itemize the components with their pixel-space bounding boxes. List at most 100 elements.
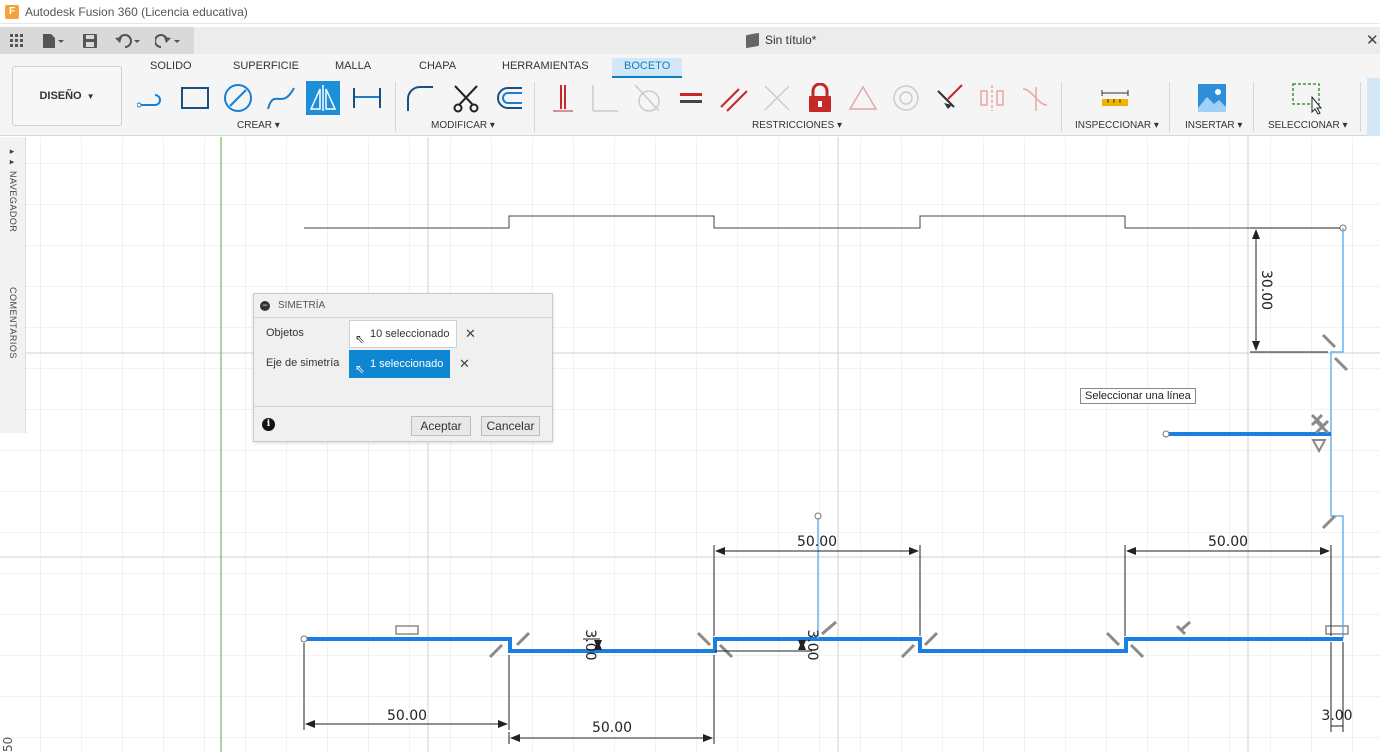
- dialog-title: SIMETRÍA: [278, 300, 326, 311]
- dimension-tool-icon[interactable]: [350, 81, 384, 115]
- parallel-constraint-icon[interactable]: [717, 81, 751, 115]
- offset-tool-icon[interactable]: [492, 81, 526, 115]
- close-document-icon[interactable]: ✕: [1366, 32, 1379, 49]
- file-menu-icon[interactable]: [34, 27, 72, 54]
- dimension-3-right[interactable]: [1330, 642, 1344, 732]
- dimension-50-right[interactable]: [1124, 545, 1332, 636]
- midpoint-constraint-icon[interactable]: [846, 81, 880, 115]
- coincident-constraint-icon[interactable]: [588, 81, 622, 115]
- rectangle-tool-icon[interactable]: [178, 81, 212, 115]
- dimension-50-bottom-left-label[interactable]: 50.00: [387, 708, 427, 724]
- grid-background: [0, 137, 1380, 752]
- select-line-tooltip: Seleccionar una línea: [1080, 388, 1196, 404]
- window-select-icon[interactable]: [1290, 81, 1324, 115]
- constraint-glyphs: [488, 333, 1349, 659]
- workspace-switcher-button[interactable]: DISEÑO ▼: [12, 66, 122, 126]
- side-panel-collapsed[interactable]: ▸▸ NAVEGADOR COMENTARIOS: [0, 137, 26, 433]
- ribbon-divider: [534, 82, 535, 132]
- finish-sketch-panel-edge[interactable]: [1367, 78, 1380, 136]
- dimension-50-center[interactable]: [713, 545, 921, 636]
- objects-selection-button[interactable]: ⇖ 10 seleccionado: [349, 320, 457, 348]
- dimension-50-right-label[interactable]: 50.00: [1208, 534, 1248, 550]
- line-tool-icon[interactable]: [135, 81, 169, 115]
- dimension-3-left-label[interactable]: 3.00: [582, 629, 598, 660]
- dimension-50-bottom-left[interactable]: [303, 643, 510, 730]
- ribbon-divider: [395, 82, 396, 132]
- tab-malla[interactable]: MALLA: [335, 60, 372, 72]
- cursor-arrow-icon: ⇖: [355, 332, 366, 346]
- fillet-tool-icon[interactable]: [403, 81, 437, 115]
- dimension-3-center[interactable]: [715, 640, 812, 652]
- tangent-constraint-icon[interactable]: [631, 81, 665, 115]
- dimension-3-center-label[interactable]: 3.00: [804, 629, 820, 660]
- group-create[interactable]: CREAR ▾: [237, 120, 280, 131]
- clear-objects-icon[interactable]: ✕: [465, 326, 476, 341]
- insert-image-icon[interactable]: [1195, 81, 1229, 115]
- navigator-label: NAVEGADOR: [8, 171, 18, 233]
- tab-superficie[interactable]: SUPERFICIE: [233, 60, 300, 72]
- circle-tool-icon[interactable]: [221, 81, 255, 115]
- redo-icon[interactable]: [148, 27, 188, 54]
- sketch-canvas-svg[interactable]: 30.00 50.00 50.00 50.00 50.00: [0, 137, 1380, 752]
- axis-selection-button[interactable]: ⇖ 1 seleccionado: [349, 350, 451, 378]
- axis-selection-value: 1 seleccionado: [370, 358, 444, 370]
- mirror-tool-icon[interactable]: [306, 81, 340, 115]
- axis-endpoint[interactable]: [1162, 430, 1170, 438]
- quick-access-bar: Sin título* ✕: [0, 27, 1380, 54]
- dimension-3-right-label[interactable]: 3.00: [1321, 708, 1352, 724]
- equal-constraint-icon[interactable]: [674, 81, 708, 115]
- ribbon-divider: [1360, 82, 1361, 132]
- spline-tool-icon[interactable]: [264, 81, 298, 115]
- collinear-constraint-icon[interactable]: [932, 81, 966, 115]
- dimension-3-left[interactable]: [583, 638, 602, 650]
- group-inspect[interactable]: INSPECCIONAR ▾: [1075, 120, 1159, 131]
- group-select[interactable]: SELECCIONAR ▾: [1268, 120, 1348, 131]
- ribbon-divider: [1061, 82, 1062, 132]
- group-constraints[interactable]: RESTRICCIONES ▾: [752, 120, 843, 131]
- collapse-minus-icon[interactable]: −: [260, 300, 270, 311]
- dimension-50-bottom-mid-label[interactable]: 50.00: [592, 720, 632, 736]
- curvature-constraint-icon[interactable]: [1018, 81, 1052, 115]
- info-icon[interactable]: i: [262, 418, 275, 431]
- workspace-label: DISEÑO: [39, 90, 82, 102]
- objects-row: Objetos ⇖ 10 seleccionado ✕: [254, 320, 552, 348]
- perpendicular-constraint-icon[interactable]: [760, 81, 794, 115]
- group-constraints-label: RESTRICCIONES: [752, 120, 835, 131]
- profile-start-point[interactable]: [300, 635, 308, 643]
- document-tab[interactable]: Sin título*: [746, 32, 816, 48]
- upper-profile-line[interactable]: [304, 215, 1343, 229]
- sketch-viewport[interactable]: 30.00 50.00 50.00 50.00 50.00: [0, 137, 1380, 752]
- cancel-button[interactable]: Cancelar: [481, 416, 540, 436]
- horizontal-vertical-constraint-icon[interactable]: [545, 81, 579, 115]
- dimension-50-bottom-mid[interactable]: [508, 655, 715, 744]
- group-modify[interactable]: MODIFICAR ▾: [431, 120, 495, 131]
- ok-button[interactable]: Aceptar: [411, 416, 471, 436]
- tab-herramientas[interactable]: HERRAMIENTAS: [502, 60, 589, 72]
- center-line-endpoint[interactable]: [814, 512, 822, 520]
- ribbon-toolbar: DISEÑO ▼ SOLIDO SUPERFICIE MALLA CHAPA H…: [0, 54, 1380, 136]
- objects-selection-value: 10 seleccionado: [370, 328, 450, 340]
- undo-icon[interactable]: [108, 27, 148, 54]
- fusion-logo-icon: F: [5, 4, 19, 19]
- measure-ruler-icon[interactable]: [1098, 81, 1132, 115]
- trim-scissors-icon[interactable]: [449, 81, 483, 115]
- app-grid-icon[interactable]: [0, 27, 34, 54]
- dimension-30-label[interactable]: 30.00: [1258, 270, 1274, 310]
- dimension-30[interactable]: [1250, 227, 1340, 353]
- tab-solido[interactable]: SOLIDO: [150, 60, 192, 72]
- expand-arrows-icon: ▸▸: [8, 147, 18, 172]
- save-icon[interactable]: [72, 27, 108, 54]
- concentric-constraint-icon[interactable]: [889, 81, 923, 115]
- dimension-50-center-label[interactable]: 50.00: [797, 534, 837, 550]
- fix-lock-icon[interactable]: [803, 81, 837, 115]
- navigator-panel-tab[interactable]: ▸▸ NAVEGADOR: [8, 147, 18, 232]
- tab-boceto[interactable]: BOCETO: [612, 58, 683, 78]
- dialog-header[interactable]: − SIMETRÍA: [254, 294, 552, 318]
- symmetry-constraint-icon[interactable]: [975, 81, 1009, 115]
- comments-panel-tab[interactable]: COMENTARIOS: [8, 287, 18, 359]
- ribbon-divider: [1169, 82, 1170, 132]
- quick-access-tools: [0, 27, 194, 54]
- tab-chapa[interactable]: CHAPA: [419, 60, 457, 72]
- clear-axis-icon[interactable]: ✕: [459, 356, 470, 371]
- group-insert[interactable]: INSERTAR ▾: [1185, 120, 1243, 131]
